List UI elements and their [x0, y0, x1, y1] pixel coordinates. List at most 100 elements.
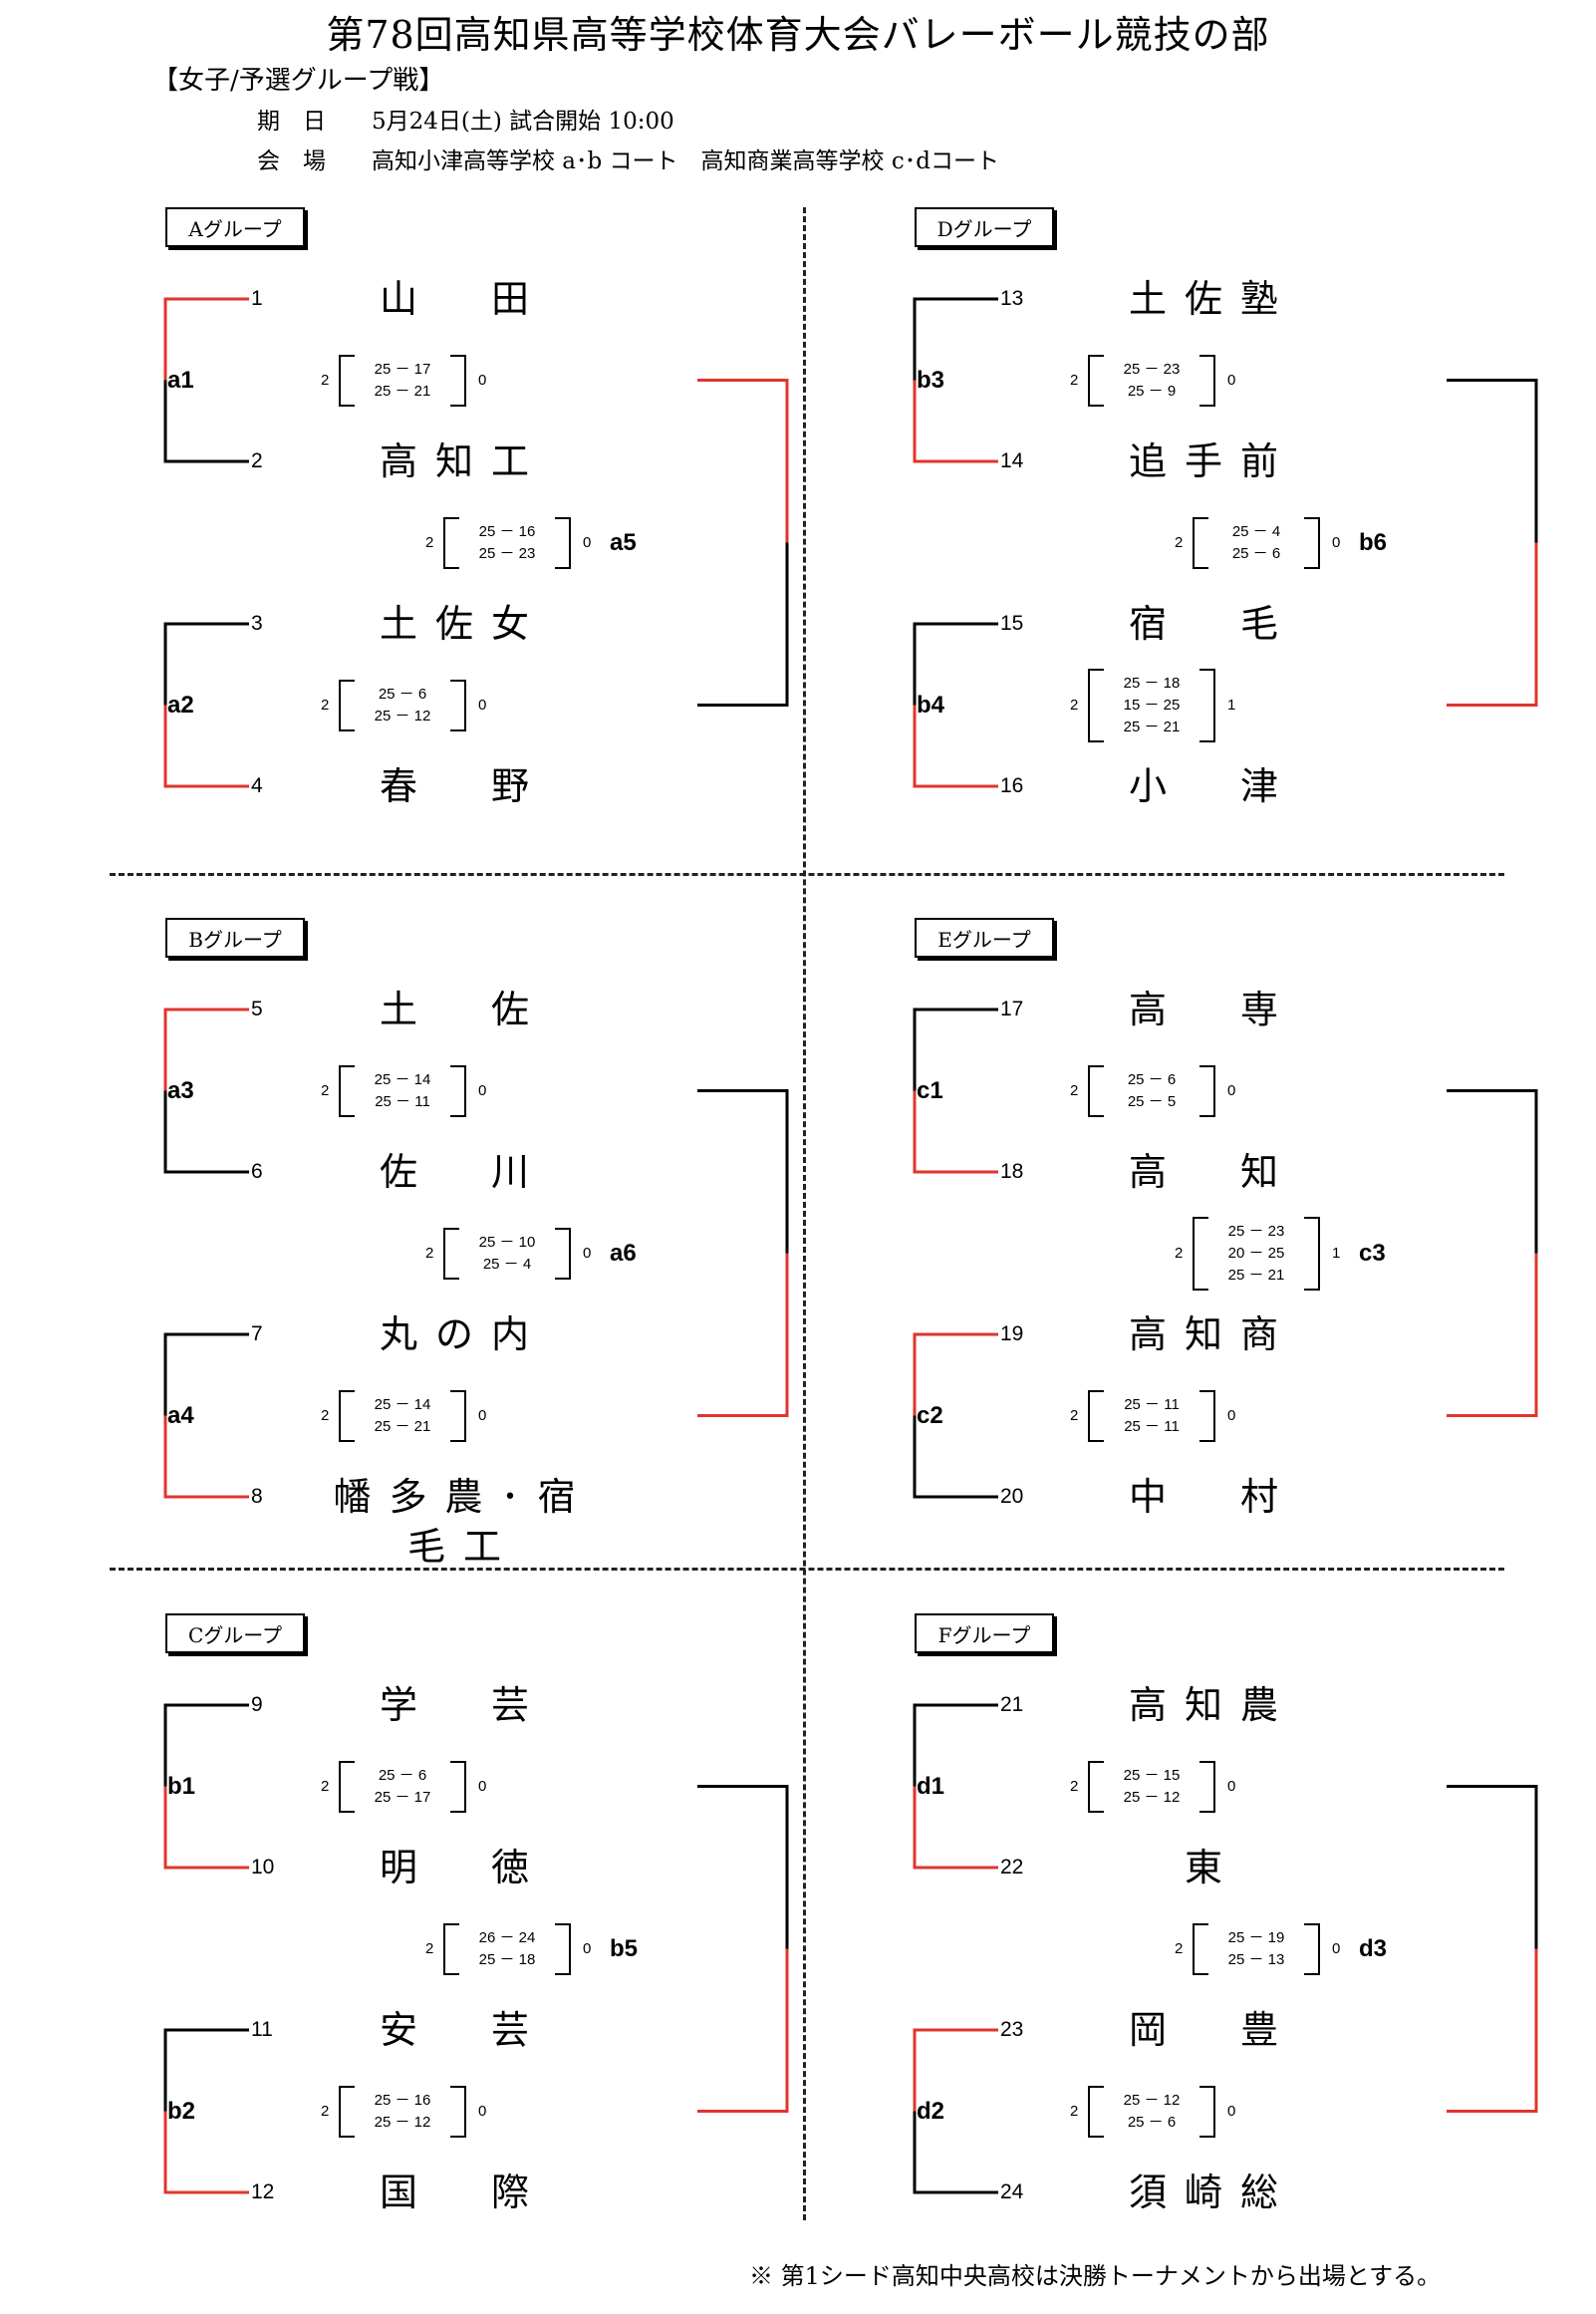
team-number: 13	[1000, 287, 1024, 310]
bracket-line	[913, 1008, 998, 1091]
horizontal-divider	[110, 1568, 1504, 1571]
bracket-lines	[913, 297, 1538, 788]
score-bracket-right	[1199, 1064, 1215, 1117]
team-name: 東	[1184, 1846, 1240, 1889]
set-score: 25 － 4	[482, 1255, 532, 1273]
team-number: 2	[251, 449, 263, 472]
bracket-line	[913, 1332, 998, 1416]
bracket-line	[163, 2111, 249, 2194]
sets-won-left: 2	[321, 1777, 330, 1795]
bracket-line	[913, 2111, 998, 2194]
score-bracket-left	[1088, 668, 1104, 742]
sets-won-left: 2	[425, 1244, 434, 1262]
score-bracket-left	[1088, 354, 1104, 407]
bracket-line	[913, 2028, 998, 2112]
score-bracket-left	[1088, 1760, 1104, 1813]
set-score: 25 － 14	[374, 1070, 431, 1088]
group-label: Eグループ	[915, 918, 1054, 958]
bracket-line	[697, 542, 789, 707]
bracket-line	[913, 1090, 998, 1174]
set-score: 25 － 23	[478, 544, 536, 562]
sets-won-left: 2	[425, 533, 434, 551]
score-bracket-left	[1193, 516, 1208, 569]
team-number: 21	[1000, 1693, 1024, 1716]
team-name: 安 芸	[379, 2008, 547, 2052]
group-label: Aグループ	[165, 207, 305, 247]
bracket-line	[163, 2028, 249, 2112]
set-score: 25 － 17	[374, 1788, 431, 1806]
bracket-line	[1447, 1948, 1538, 2113]
bracket-lines	[163, 297, 789, 788]
match-label: a1	[167, 366, 194, 394]
set-score: 25 － 18	[478, 1950, 536, 1968]
score-bracket-right	[1304, 516, 1320, 569]
score-bracket-left	[339, 1389, 355, 1442]
sets-won-left: 2	[1070, 2102, 1079, 2120]
team-name: 中 村	[1128, 1475, 1296, 1519]
vertical-divider	[803, 207, 806, 2220]
team-number: 3	[251, 612, 263, 635]
set-score: 25 － 11	[1124, 1417, 1180, 1435]
bracket-line	[697, 1948, 789, 2113]
bracket-line	[163, 705, 249, 788]
set-score: 15 － 25	[1123, 696, 1181, 714]
team-number: 12	[251, 2180, 275, 2203]
team-number: 19	[1000, 1322, 1024, 1345]
sets-won-right: 0	[1332, 1939, 1341, 1957]
team-number: 20	[1000, 1485, 1024, 1508]
bracket-lines	[163, 1703, 789, 2194]
score-bracket-right	[555, 1922, 571, 1975]
score-bracket-right	[1199, 1389, 1215, 1442]
team-name: 国 際	[379, 2170, 547, 2214]
team-number: 22	[1000, 1856, 1024, 1879]
sets-won-left: 2	[1070, 1777, 1079, 1795]
match-label: b3	[917, 366, 945, 394]
set-score: 25 － 16	[374, 2091, 431, 2109]
bracket-line	[913, 1786, 998, 1870]
score-bracket-left	[1193, 1216, 1208, 1291]
team-number: 6	[251, 1160, 263, 1183]
bracket-line	[913, 705, 998, 788]
team-name: 丸の内	[379, 1312, 547, 1356]
set-score: 25 － 21	[374, 382, 431, 400]
group-label: Dグループ	[915, 207, 1054, 247]
team-number: 14	[1000, 449, 1024, 472]
set-score: 25 － 17	[374, 360, 431, 378]
score-bracket-right	[555, 1227, 571, 1280]
score-bracket-right	[1304, 1216, 1320, 1291]
bracket-line	[913, 380, 998, 463]
sets-won-right: 0	[1227, 1406, 1236, 1424]
horizontal-divider	[110, 873, 1504, 876]
bracket-line	[163, 1008, 249, 1091]
match-label: c3	[1359, 1239, 1386, 1267]
bracket-line	[1447, 1089, 1538, 1254]
set-score: 26 － 24	[478, 1928, 536, 1946]
team-name: 土 佐	[379, 988, 547, 1031]
sets-won-left: 2	[1070, 371, 1079, 389]
bracket-line	[697, 1785, 789, 1949]
sets-won-right: 0	[1227, 1081, 1236, 1099]
score-bracket-right	[555, 516, 571, 569]
score-bracket-right	[450, 1760, 466, 1813]
score-bracket-right	[450, 679, 466, 731]
bracket-line	[697, 379, 789, 543]
sets-won-right: 0	[1227, 2102, 1236, 2120]
set-score: 25 － 12	[1123, 2091, 1181, 2109]
team-number: 5	[251, 998, 263, 1020]
sets-won-right: 1	[1227, 696, 1236, 714]
